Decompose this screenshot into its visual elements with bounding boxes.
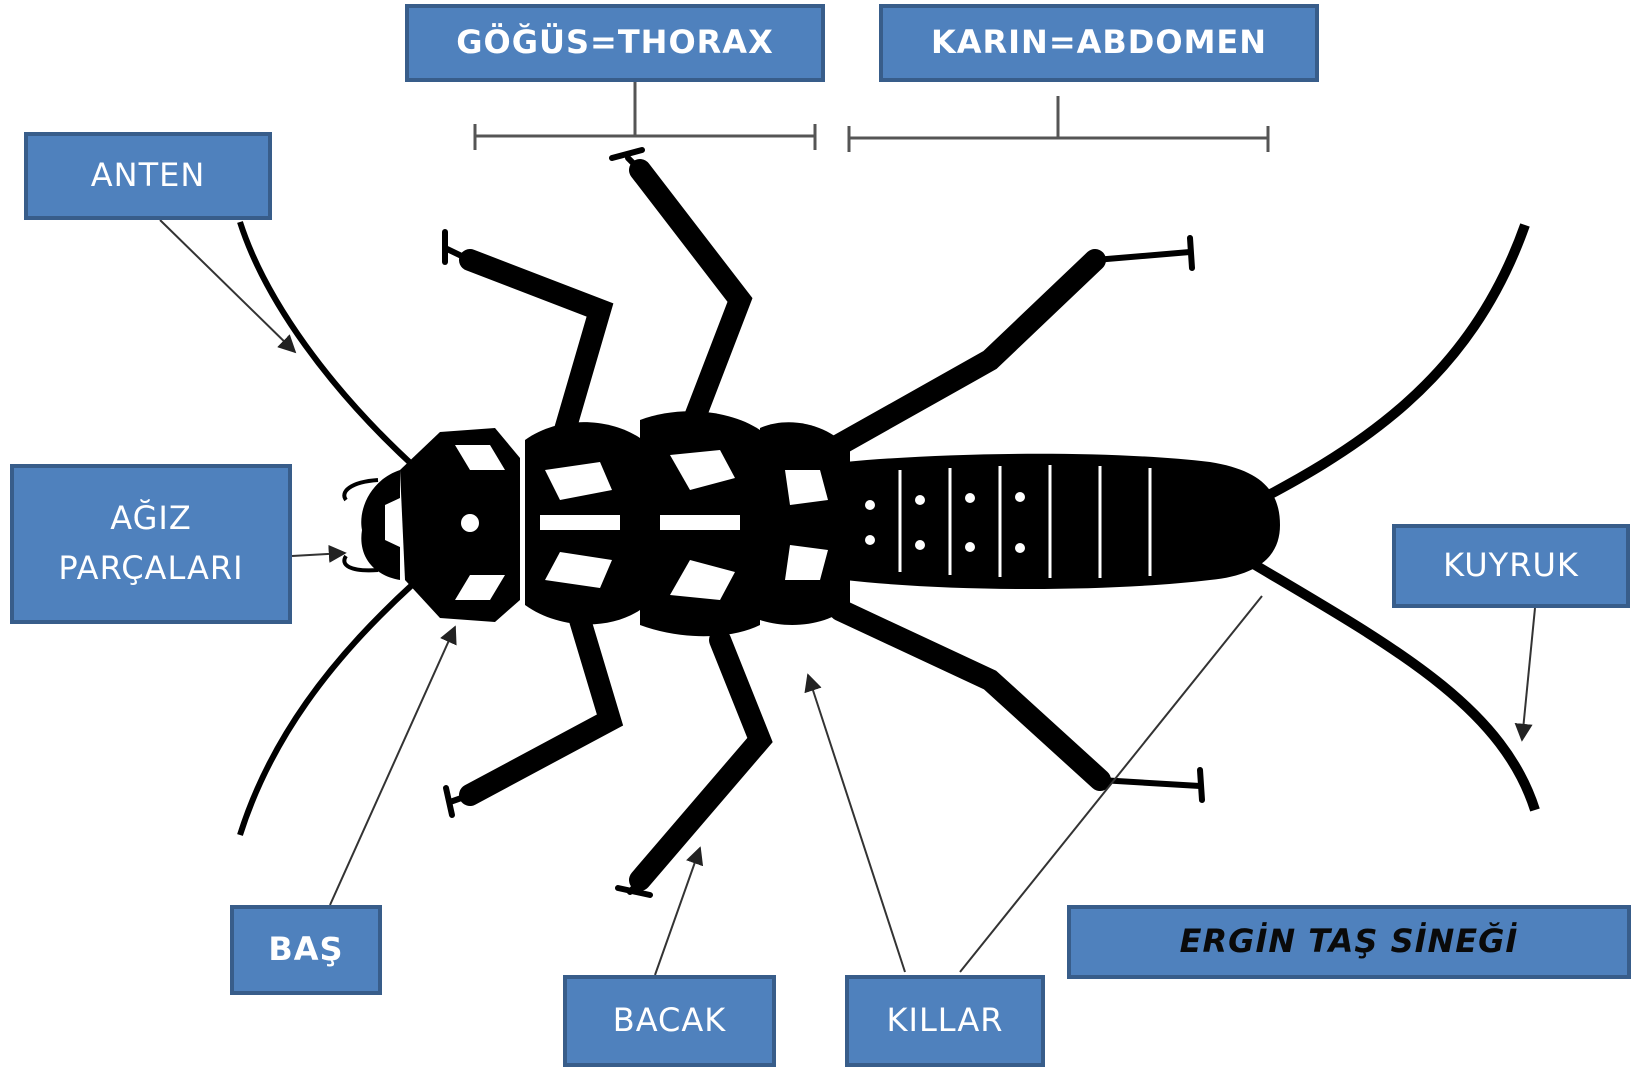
antenna-leader bbox=[160, 220, 295, 352]
antenna-label: ANTEN bbox=[24, 132, 272, 220]
leg-label: BACAK bbox=[563, 975, 776, 1067]
diagram-title: ERGİN TAŞ SİNEĞİ bbox=[1067, 905, 1631, 979]
mouthparts-label: AĞIZ PARÇALARI bbox=[10, 464, 292, 624]
head-leader bbox=[330, 627, 455, 905]
head-label: BAŞ bbox=[230, 905, 382, 995]
abdomen-bracket bbox=[849, 96, 1268, 152]
abdomen-label: KARIN=ABDOMEN bbox=[879, 4, 1319, 82]
tail-leader bbox=[1522, 608, 1535, 740]
tail-label: KUYRUK bbox=[1392, 524, 1630, 608]
stonefly-illustration bbox=[240, 150, 1535, 895]
mouthparts-leader bbox=[292, 553, 345, 556]
thorax-bracket bbox=[475, 82, 815, 150]
hairs-label: KILLAR bbox=[845, 975, 1045, 1067]
hairs-leader-1 bbox=[808, 675, 905, 972]
thorax-label: GÖĞÜS=THORAX bbox=[405, 4, 825, 82]
